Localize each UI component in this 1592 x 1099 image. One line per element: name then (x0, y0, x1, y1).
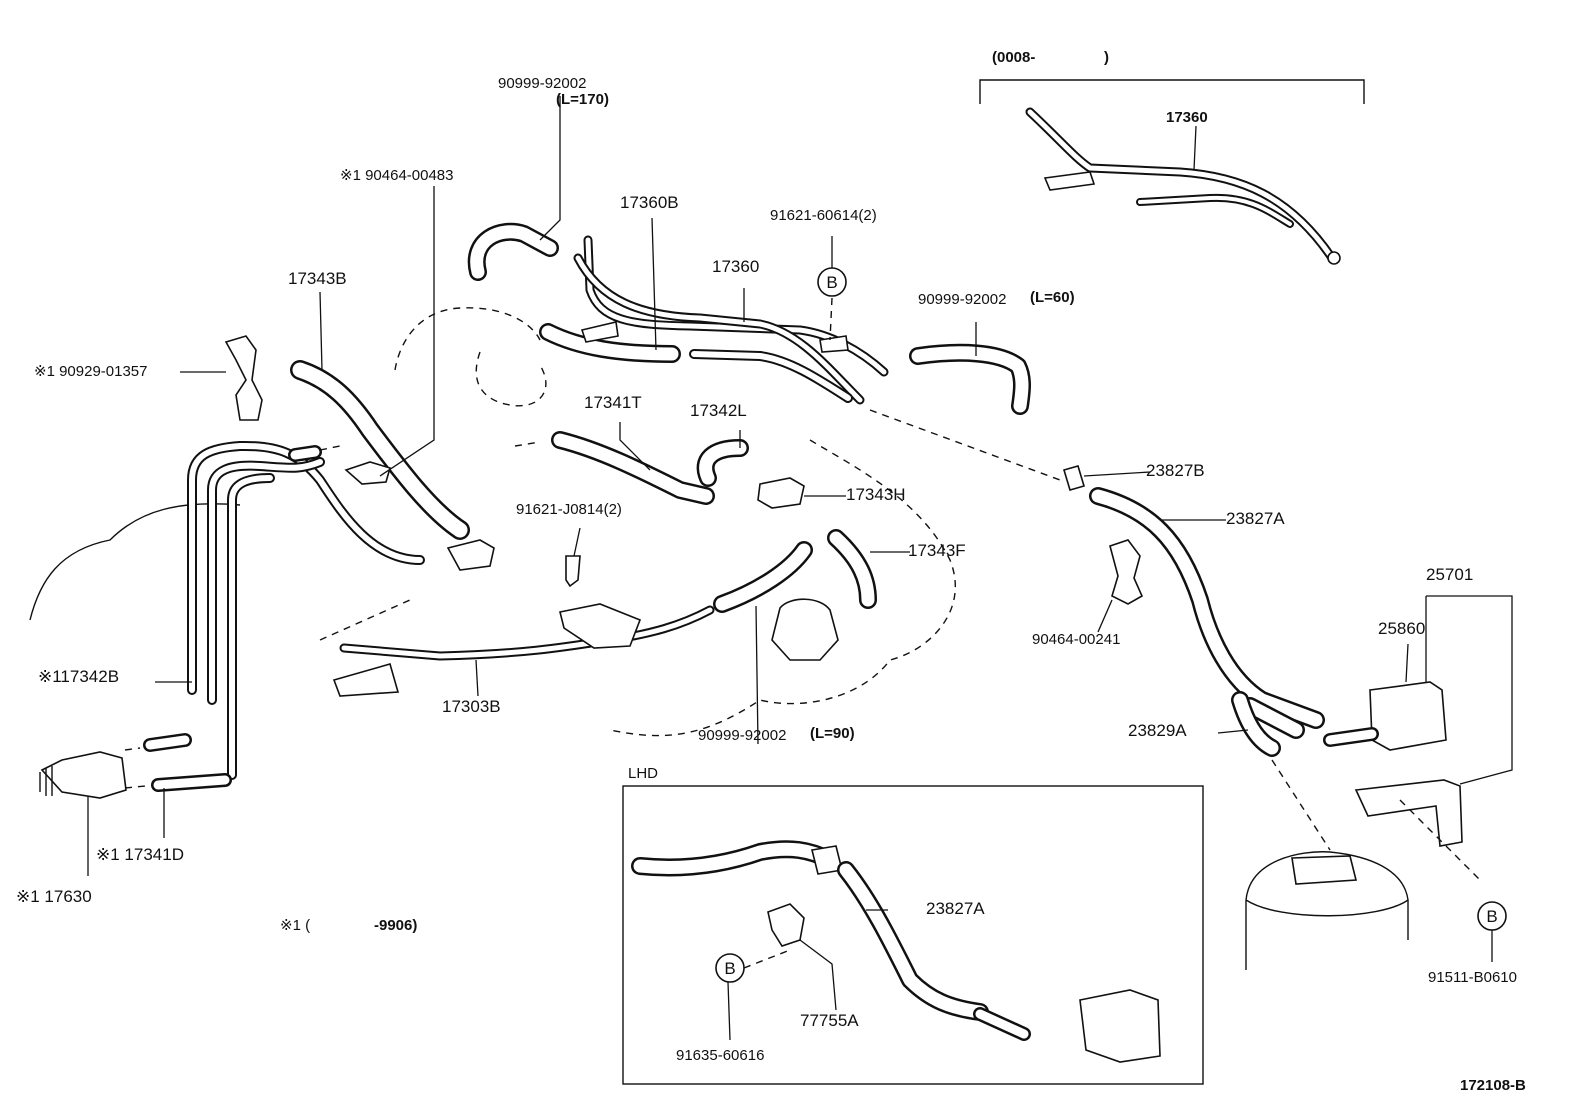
label-17360B: 17360B (620, 193, 679, 212)
label-90999-92002-90: 90999-92002 (698, 727, 786, 744)
callout-b-text: B (1486, 907, 1497, 926)
callout-b-text: B (826, 273, 837, 292)
bracket-17360 (580, 321, 619, 343)
pipe-end (1327, 251, 1341, 265)
label-0008: (0008- (992, 49, 1035, 66)
lhd-vsv (1079, 989, 1161, 1063)
label-91635-60616: 91635-60616 (676, 1047, 764, 1064)
clamp-90464-00241 (1109, 539, 1144, 605)
variant-0008-group (979, 79, 1365, 265)
label-L170: (L=170) (556, 91, 609, 108)
labels: (0008- ) 17360 90999-92002 (L=170) ※1 90… (16, 49, 1526, 1094)
diagram-code: 172108-B (1460, 1077, 1526, 1094)
label-23829A: 23829A (1128, 721, 1187, 740)
label-25701: 25701 (1426, 565, 1473, 584)
clip-23827B (1063, 465, 1085, 491)
variant-bracket (979, 79, 1365, 104)
clamp-77755A (767, 903, 805, 947)
label-17360-top: 17360 (1166, 109, 1208, 126)
bracket-17303B (559, 603, 642, 649)
canister (1245, 851, 1409, 917)
label-17341D: ※1 17341D (96, 845, 184, 864)
callout-b-2: B (715, 953, 745, 983)
bracket-part (1043, 171, 1096, 191)
vsv-17630 (40, 751, 127, 799)
leader-lines (87, 96, 1513, 1041)
label-9906-prefix: ※1 ( (280, 917, 310, 934)
left-hoses (39, 335, 495, 799)
label-91621-J0814: 91621-J0814(2) (516, 501, 622, 518)
label-9906: -9906) (374, 917, 417, 934)
label-17360: 17360 (712, 257, 759, 276)
label-91621-60614: 91621-60614(2) (770, 207, 877, 224)
label-23827B: 23827B (1146, 461, 1205, 480)
valve-shape (771, 598, 839, 661)
callout-b-3: B (1477, 901, 1507, 931)
bolt-91621-J0814 (565, 555, 581, 588)
label-17303B: 17303B (442, 697, 501, 716)
label-17343B: 17343B (288, 269, 347, 288)
label-90999-92002-170: 90999-92002 (498, 75, 586, 92)
fitting (446, 539, 495, 571)
vsv-25860 (1369, 681, 1447, 751)
label-90464-00241: 90464-00241 (1032, 631, 1120, 648)
label-17341T: 17341T (584, 393, 642, 412)
label-90929-01357: ※1 90929-01357 (34, 363, 148, 380)
callout-b-text: B (724, 959, 735, 978)
clamp-90929 (224, 335, 263, 421)
label-17630: ※1 17630 (16, 887, 92, 906)
label-23827A-lhd: 23827A (926, 899, 985, 918)
label-25860: 25860 (1378, 619, 1425, 638)
label-L60: (L=60) (1030, 289, 1075, 306)
label-L90: (L=90) (810, 725, 855, 742)
engine-outline (29, 307, 956, 737)
label-23827A: 23827A (1226, 509, 1285, 528)
lhd-inset-frame (622, 785, 1204, 1085)
lhd-inset (622, 785, 1204, 1085)
label-LHD: LHD (628, 765, 658, 782)
right-assembly (1063, 465, 1481, 970)
fitting-17343H (757, 477, 805, 509)
label-17342L: 17342L (690, 401, 747, 420)
label-17343F: 17343F (908, 541, 966, 560)
label-0008-close: ) (1104, 49, 1109, 66)
canister-ports (1291, 855, 1358, 885)
bracket-17303B-left (332, 663, 400, 697)
label-91511-B0610: 91511-B0610 (1428, 969, 1517, 986)
label-17342B: ※117342B (38, 667, 119, 686)
bracket-25701 (1354, 779, 1463, 847)
bracket-17360-right (819, 335, 849, 353)
label-17343H: 17343H (846, 485, 906, 504)
callout-b-1: B (817, 267, 847, 297)
label-77755A: 77755A (800, 1011, 859, 1030)
clamp-90464-00483 (344, 461, 391, 485)
center-middle-hoses (319, 431, 877, 697)
label-90999-92002-60: 90999-92002 (918, 291, 1006, 308)
center-pipes (467, 222, 1061, 481)
label-90464-00483: ※1 90464-00483 (340, 167, 454, 184)
